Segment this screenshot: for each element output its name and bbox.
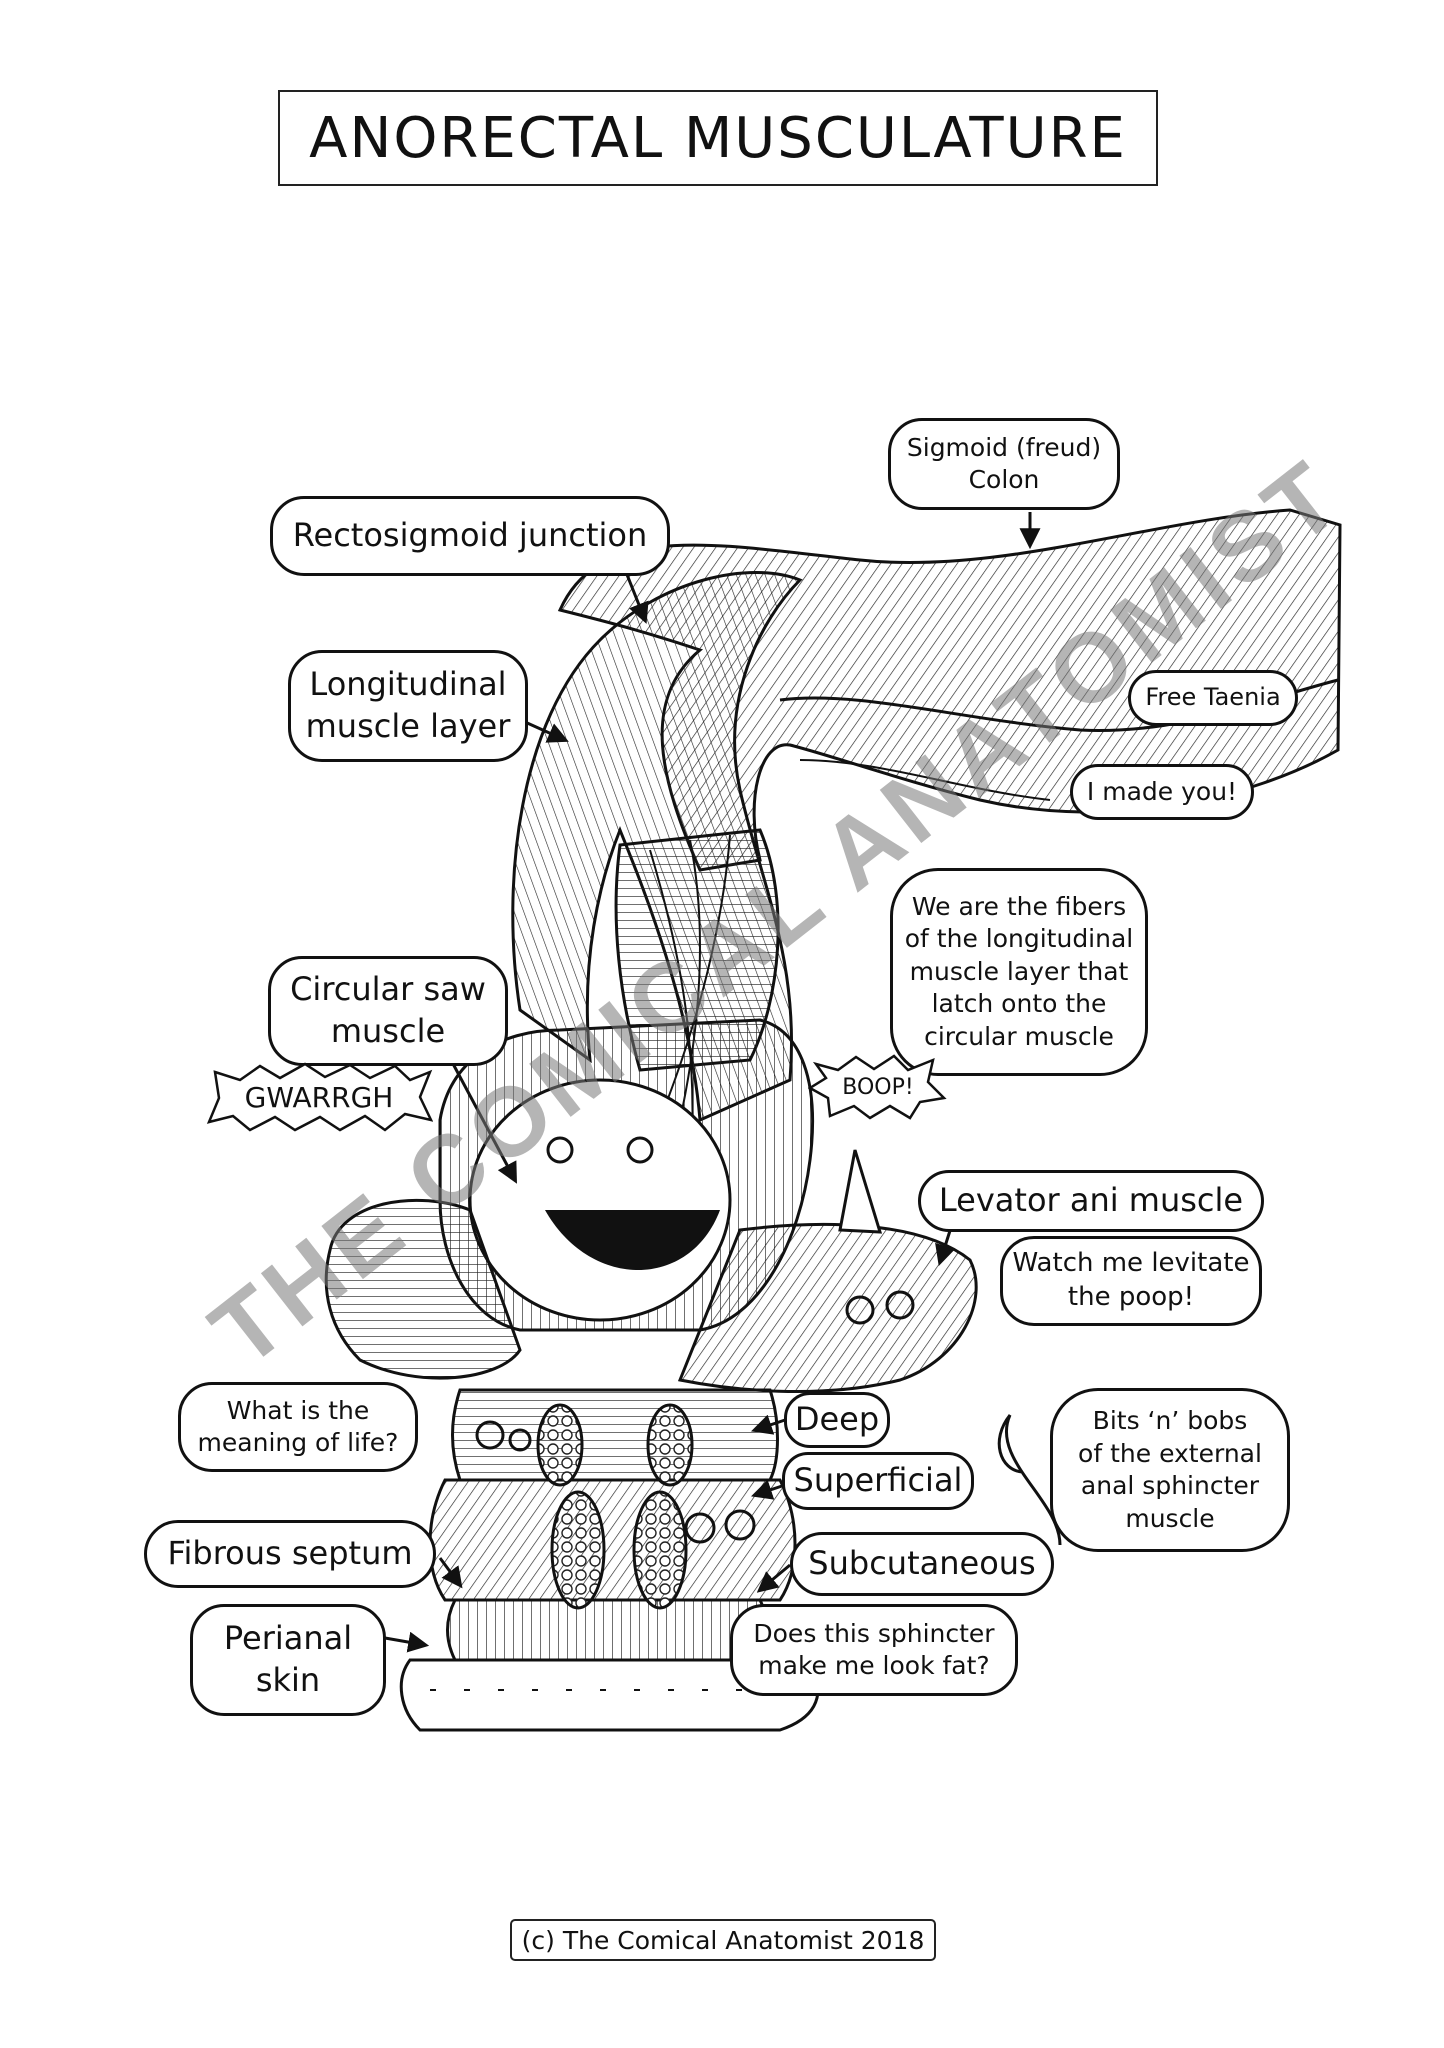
page-title: ANORECTAL MUSCULATURE	[309, 105, 1127, 171]
label-bits-n-bobs-external-anal-sphincter: Bits ‘n’ bobs of the external anal sphin…	[1050, 1388, 1290, 1552]
label-longitudinal-muscle-layer: Longitudinal muscle layer	[288, 650, 528, 762]
shout-burst-shape	[206, 1062, 433, 1132]
title-box: ANORECTAL MUSCULATURE	[278, 90, 1158, 186]
label-deep: Deep	[784, 1392, 890, 1448]
speech-i-made-you: I made you!	[1070, 764, 1254, 820]
speech-longitudinal-fibers: We are the fibers of the longitudinal mu…	[890, 868, 1148, 1076]
shout-boop: BOOP!	[808, 1054, 948, 1120]
shout-burst-shape	[808, 1054, 947, 1120]
speech-sphincter-fat: Does this sphincter make me look fat?	[730, 1604, 1018, 1696]
shout-gwarrgh-text: GWARRGH	[244, 1080, 394, 1114]
shout-boop-text: BOOP!	[842, 1074, 914, 1100]
label-levator-ani-muscle: Levator ani muscle	[918, 1170, 1264, 1232]
label-sigmoid-colon: Sigmoid (freud) Colon	[888, 418, 1120, 510]
external-sphincter-drawing	[428, 1388, 797, 1662]
copyright-text: (c) The Comical Anatomist 2018	[521, 1925, 925, 1955]
speech-free-taenia: Free Taenia	[1128, 670, 1298, 726]
rectum-drawing	[511, 571, 803, 1201]
label-superficial: Superficial	[782, 1452, 974, 1510]
label-fibrous-septum: Fibrous septum	[144, 1520, 436, 1588]
label-subcutaneous: Subcutaneous	[790, 1532, 1054, 1596]
label-circular-saw-muscle: Circular saw muscle	[268, 956, 508, 1066]
label-rectosigmoid-junction: Rectosigmoid junction	[270, 496, 670, 576]
copyright-footer: (c) The Comical Anatomist 2018	[510, 1919, 936, 1961]
speech-meaning-of-life: What is the meaning of life?	[178, 1382, 418, 1472]
label-perianal-skin: Perianal skin	[190, 1604, 386, 1716]
speech-watch-me-levitate: Watch me levitate the poop!	[1000, 1236, 1262, 1326]
levator-ani-drawing	[324, 1149, 978, 1394]
shout-gwarrgh: GWARRGH	[205, 1062, 433, 1132]
